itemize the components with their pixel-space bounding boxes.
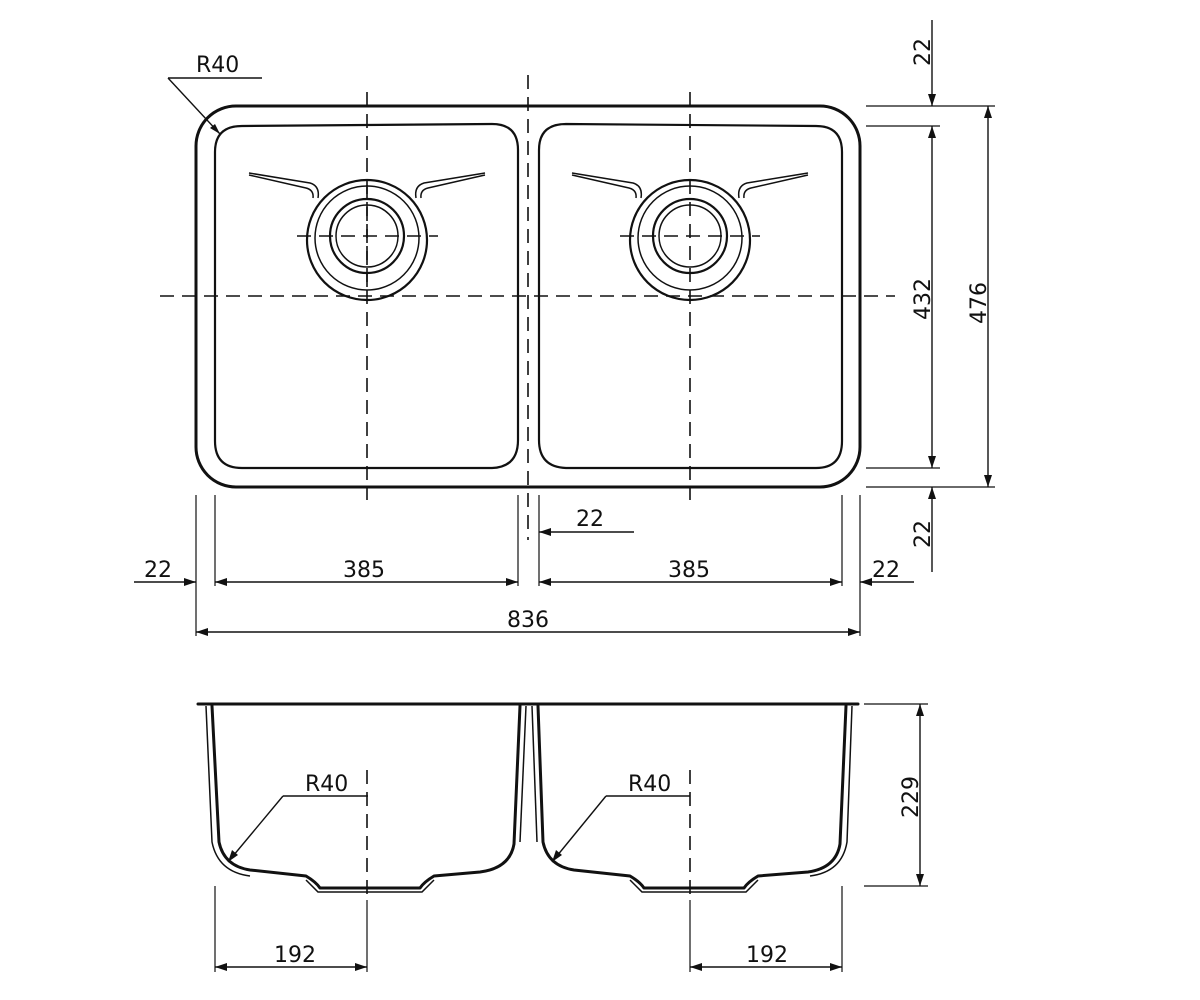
section-view bbox=[196, 702, 860, 900]
right-drain-offset-dimension: 192 bbox=[689, 886, 843, 972]
width-dimensions: 22 22 385 385 22 836 bbox=[134, 495, 914, 636]
divider-width-label: 22 bbox=[576, 507, 604, 532]
overall-width-label: 836 bbox=[507, 608, 549, 633]
top-radius-label: R40 bbox=[196, 53, 239, 78]
side-height-top-label: 22 bbox=[911, 38, 936, 66]
side-height-bottom-label: 22 bbox=[911, 520, 936, 548]
inner-height-label: 432 bbox=[911, 278, 936, 320]
left-bowl-outline bbox=[213, 122, 520, 470]
plan-view bbox=[160, 75, 895, 540]
left-drain-offset-dimension: 192 bbox=[214, 886, 368, 972]
right-bowl-profile bbox=[536, 704, 848, 890]
depth-label: 229 bbox=[899, 776, 924, 818]
right-bowl-radius-label: R40 bbox=[628, 772, 671, 797]
right-drain-offset-label: 192 bbox=[746, 943, 788, 968]
right-bowl-outline bbox=[537, 122, 844, 470]
left-bowl-radius-label: R40 bbox=[305, 772, 348, 797]
overall-height-label: 476 bbox=[967, 282, 992, 324]
right-bowl-width-label: 385 bbox=[668, 558, 710, 583]
right-margin-label: 22 bbox=[872, 558, 900, 583]
right-bowl-radius-callout: R40 bbox=[551, 772, 690, 863]
left-bowl-profile bbox=[210, 704, 522, 890]
left-drain-offset-label: 192 bbox=[274, 943, 316, 968]
depth-dimension: 229 bbox=[864, 703, 928, 887]
left-bowl-width-label: 385 bbox=[343, 558, 385, 583]
top-radius-callout: R40 bbox=[167, 53, 262, 135]
left-bowl-radius-callout: R40 bbox=[227, 772, 368, 863]
right-height-dimensions: 22 432 476 22 bbox=[866, 20, 995, 572]
left-margin-label: 22 bbox=[144, 558, 172, 583]
plan-centerlines bbox=[160, 75, 895, 540]
